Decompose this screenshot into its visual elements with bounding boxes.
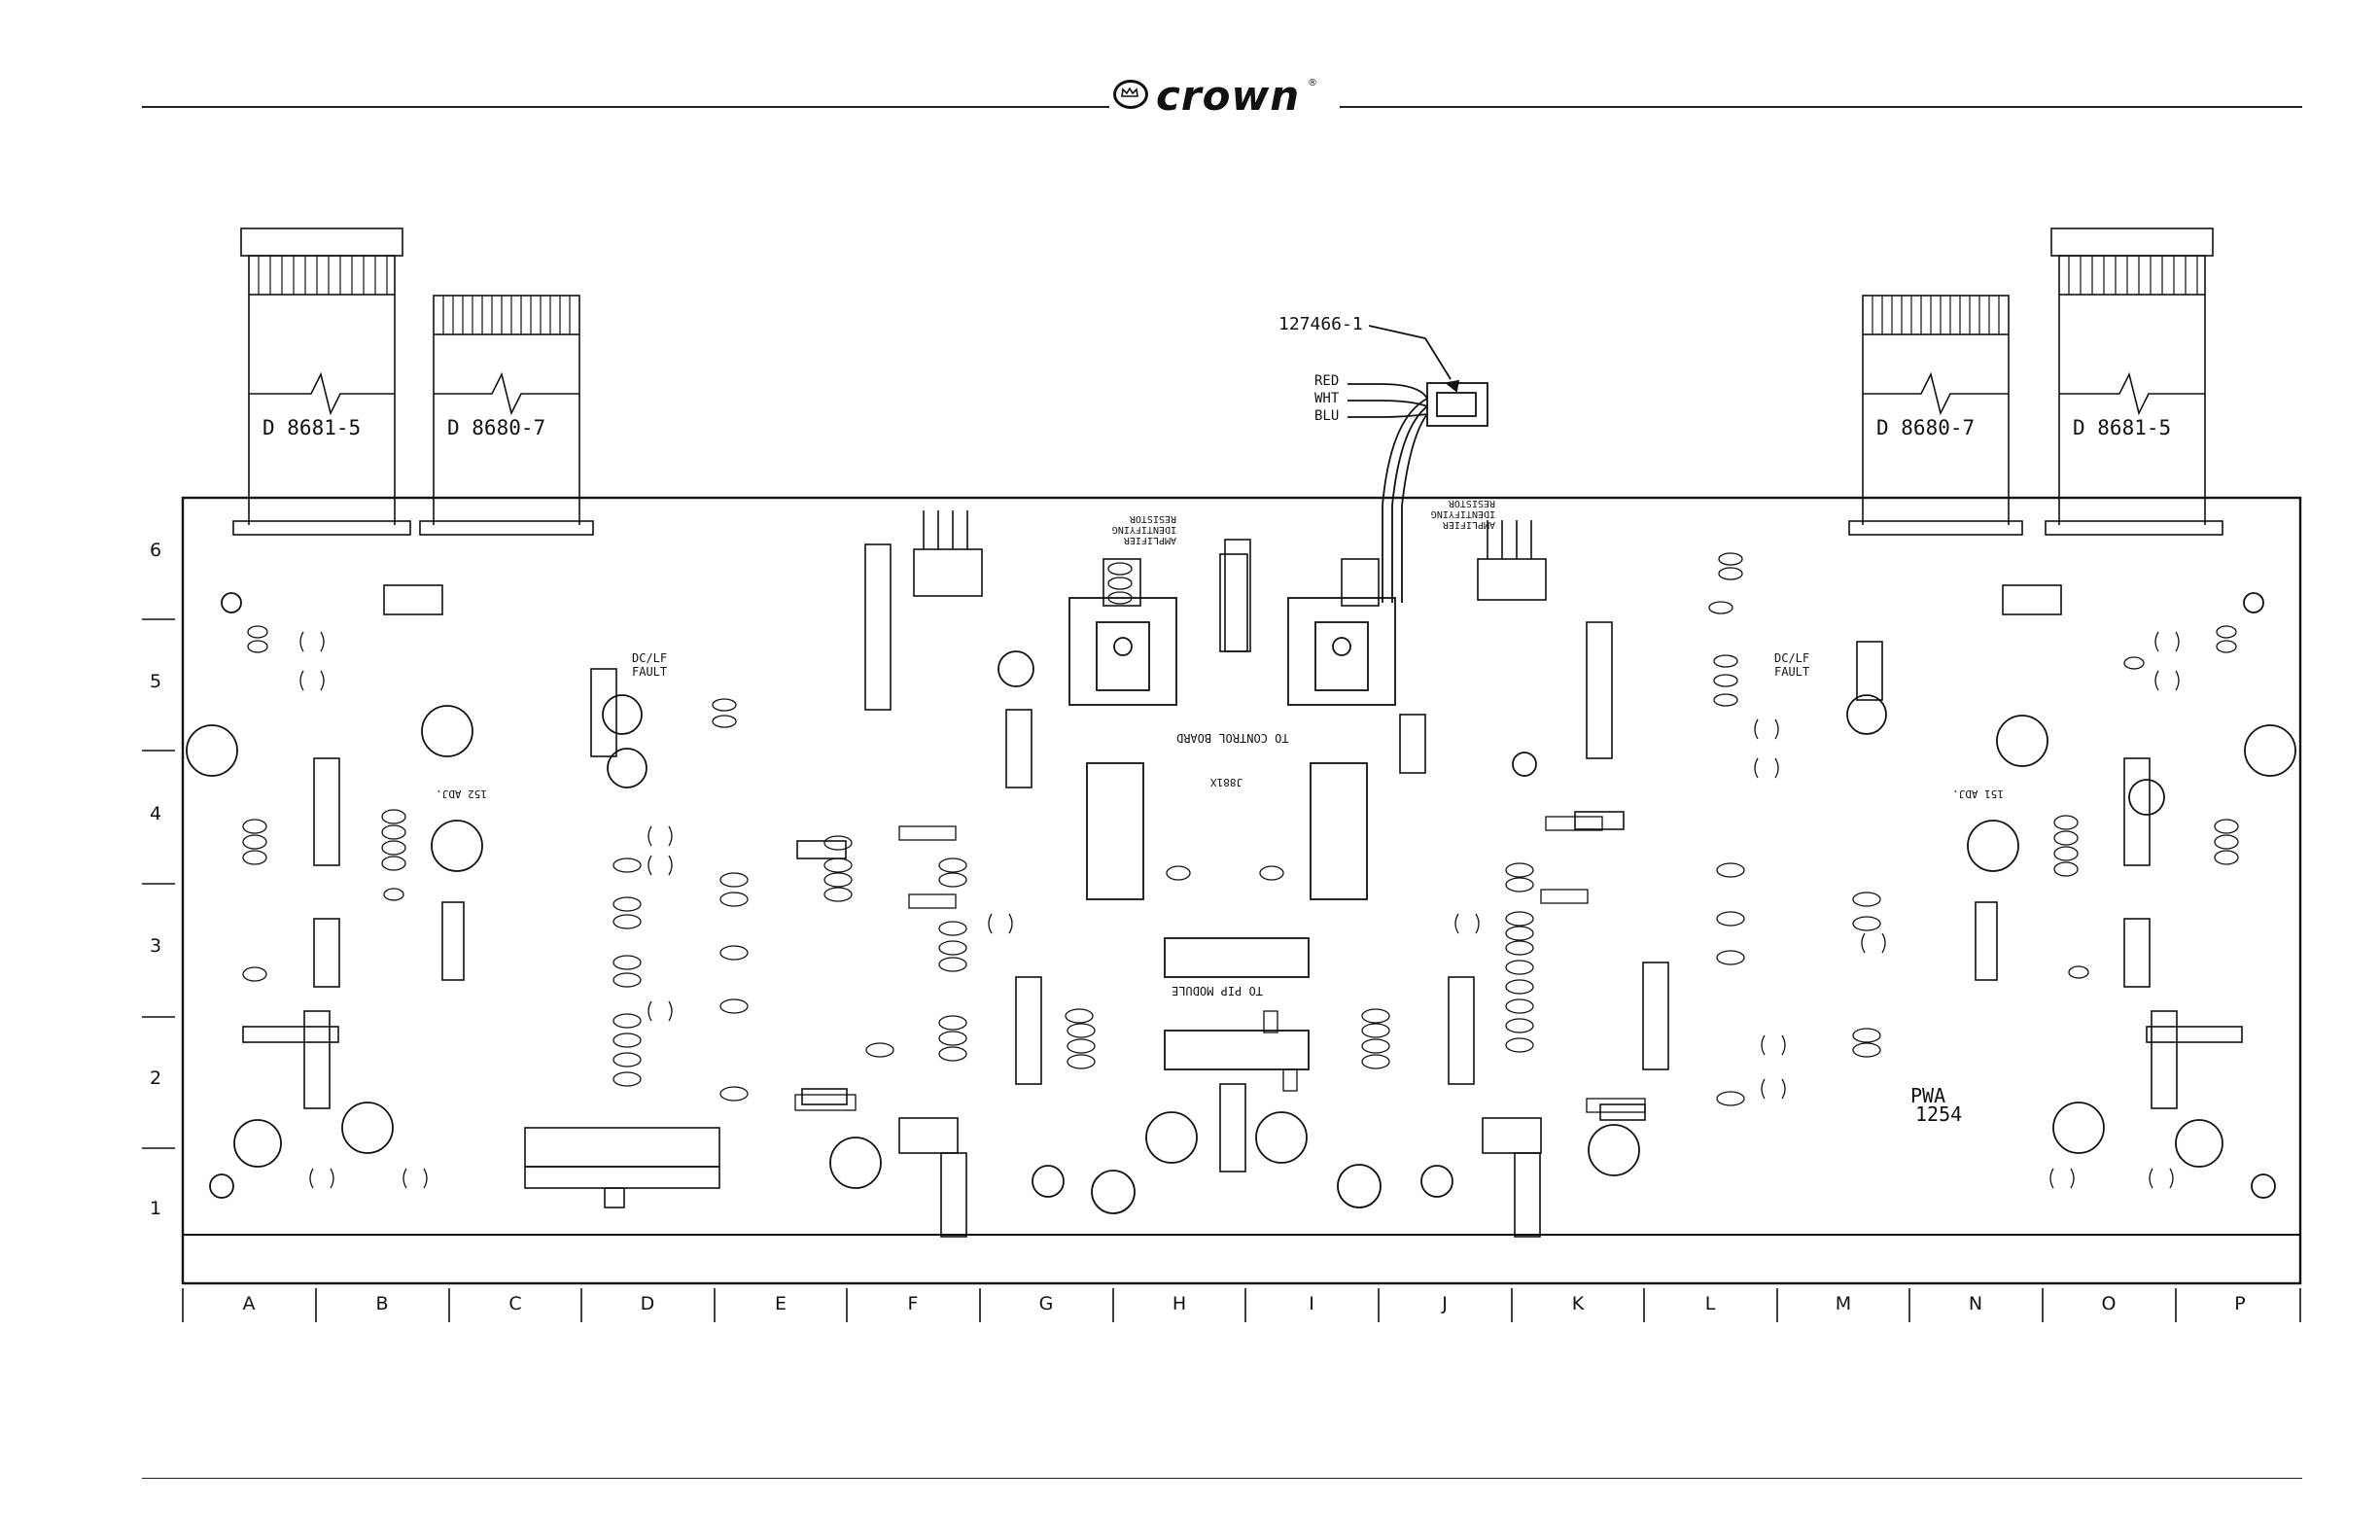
row-label-5: 5: [150, 671, 161, 692]
cluster-i: [1362, 1009, 1389, 1068]
board-headers: [525, 510, 1546, 1208]
cluster-n: [1853, 892, 1880, 1057]
module-label-control-board: TO CONTROL BOARD: [1176, 731, 1289, 745]
column-label-e: E: [761, 1293, 800, 1314]
diode-markers: [300, 632, 2179, 1188]
module-label-pip: TO PIP MODULE: [1172, 984, 1263, 998]
integrated-circuits: [243, 540, 2242, 1120]
column-label-k: K: [1558, 1293, 1597, 1314]
column-label-g: G: [1027, 1293, 1066, 1314]
column-label-i: I: [1292, 1293, 1331, 1314]
component-clusters: [243, 553, 2238, 1105]
column-label-m: M: [1824, 1293, 1863, 1314]
ribbon-cable-right-outer: [2046, 228, 2222, 535]
column-label-n: N: [1956, 1293, 1995, 1314]
cluster-l: [1709, 553, 1744, 1105]
cable-label-left-inner: D 8680-7: [447, 416, 545, 439]
cluster-o: [2054, 657, 2144, 978]
column-label-h: H: [1160, 1293, 1199, 1314]
cluster-d: [613, 858, 641, 1086]
power-devices: [1069, 598, 1395, 1069]
cluster-h: [1108, 563, 1283, 880]
cluster-g: [939, 858, 1095, 1068]
trim-pots: [899, 1084, 1541, 1237]
cluster-f: [824, 836, 893, 1057]
row-label-6: 6: [150, 540, 161, 561]
resistors: [795, 817, 1645, 1112]
column-label-f: F: [893, 1293, 932, 1314]
adj-label-left: 152 ADJ.: [436, 788, 487, 800]
fault-label-right: DC/LF FAULT: [1774, 651, 1823, 679]
cluster-a: [243, 626, 267, 981]
column-label-j: J: [1425, 1293, 1464, 1314]
cluster-k: [1506, 863, 1533, 1052]
fault-label-left: DC/LF FAULT: [632, 651, 681, 679]
row-label-1: 1: [150, 1198, 161, 1219]
cable-label-right-outer: D 8681-5: [2073, 416, 2171, 439]
cluster-e: [713, 699, 748, 1101]
harness-wire-wht: WHT: [1314, 391, 1339, 406]
resistor-note-left: AMPLIFIER IDENTIFYING RESISTOR: [1079, 513, 1176, 545]
column-label-d: D: [628, 1293, 667, 1314]
row-label-4: 4: [150, 803, 161, 824]
harness-wire-blu: BLU: [1314, 408, 1339, 424]
board-outline: [183, 498, 2300, 1283]
column-label-c: C: [496, 1293, 535, 1314]
module-label-j881x: J881X: [1210, 776, 1242, 788]
resistor-note-right: AMPLIFIER IDENTIFYING RESISTOR: [1398, 498, 1495, 530]
pwa-number: 1254: [1915, 1102, 1962, 1126]
row-label-3: 3: [150, 935, 161, 957]
row-label-2: 2: [150, 1068, 161, 1089]
cluster-b: [382, 810, 405, 900]
adj-label-right: 151 ADJ.: [1952, 788, 2004, 800]
wire-harness: [1348, 326, 1488, 603]
column-label-o: O: [2089, 1293, 2128, 1314]
ribbon-cable-left-outer: [233, 228, 410, 535]
column-label-a: A: [229, 1293, 268, 1314]
harness-part-number: 127466-1: [1278, 314, 1363, 334]
harness-wire-red: RED: [1314, 373, 1339, 389]
cluster-p: [2215, 626, 2238, 864]
column-label-p: P: [2221, 1293, 2259, 1314]
column-label-b: B: [363, 1293, 402, 1314]
capacitors: [187, 593, 2295, 1213]
cable-label-right-inner: D 8680-7: [1876, 416, 1975, 439]
column-label-l: L: [1691, 1293, 1730, 1314]
cable-label-left-outer: D 8681-5: [262, 416, 361, 439]
